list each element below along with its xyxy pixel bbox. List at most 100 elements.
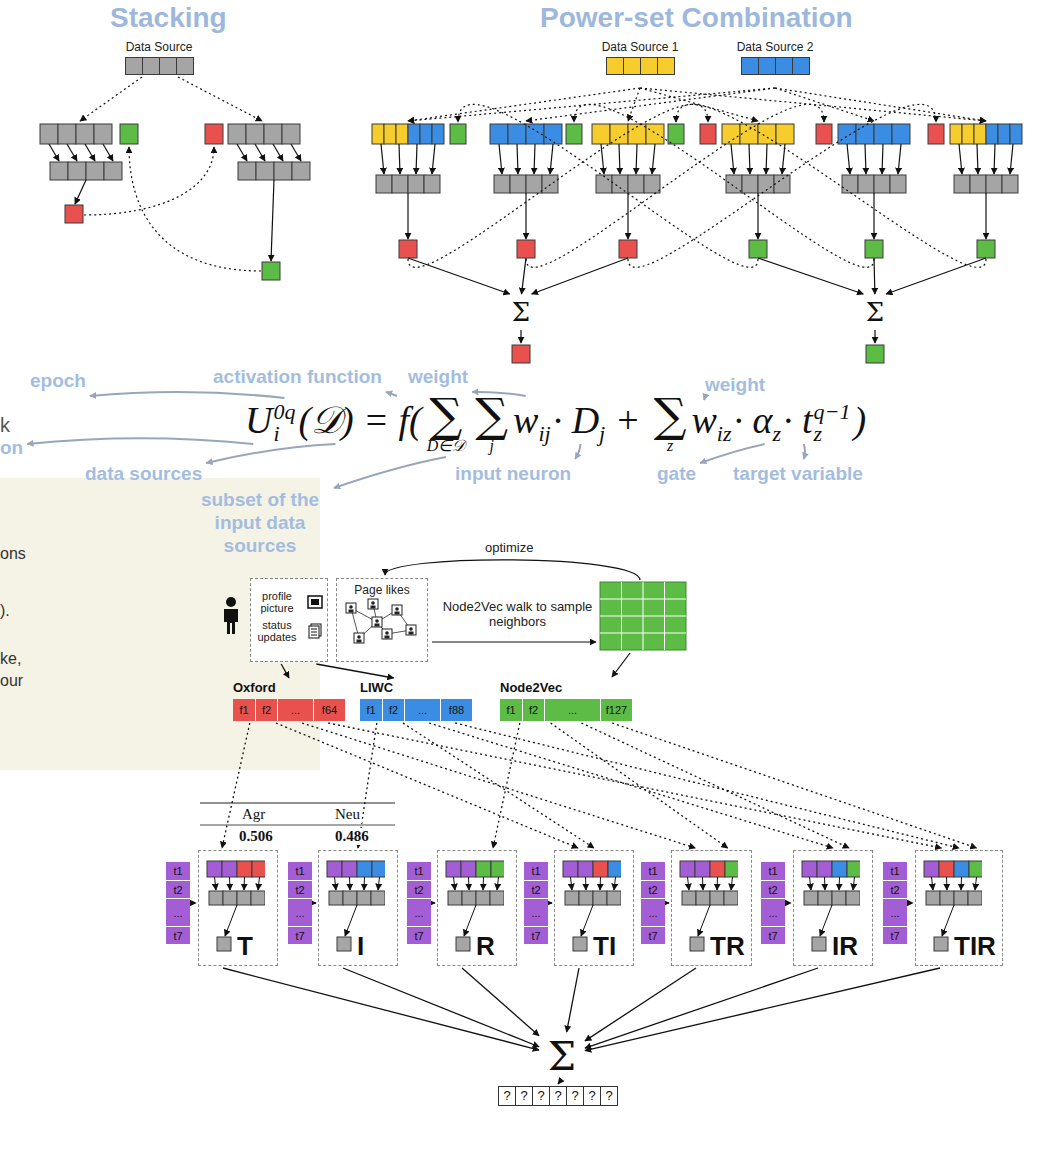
equation-term: U bbox=[245, 399, 272, 441]
neuron-cell bbox=[446, 861, 461, 877]
arrow-line bbox=[688, 877, 690, 890]
arrow-line bbox=[244, 877, 246, 890]
neuron-cell bbox=[563, 861, 578, 877]
arrow-line bbox=[898, 144, 901, 174]
neuron-cell bbox=[646, 124, 664, 144]
arrow-curve bbox=[385, 560, 640, 580]
neuron-cell bbox=[68, 162, 86, 180]
cut-text: ). bbox=[0, 602, 10, 620]
arrow-line bbox=[399, 144, 400, 174]
annotation: activation function bbox=[213, 366, 382, 388]
connector bbox=[281, 664, 289, 678]
arrow-line bbox=[1010, 144, 1013, 174]
arrow-line bbox=[749, 144, 750, 174]
equation-subscript: z bbox=[772, 421, 781, 446]
connector bbox=[223, 968, 539, 1050]
arrow-line bbox=[408, 88, 775, 121]
neuron-cell bbox=[928, 124, 944, 144]
vector-heading: Node2Vec bbox=[500, 680, 632, 696]
feature-cell: f2 bbox=[522, 699, 544, 721]
target-cell: t7 bbox=[761, 926, 785, 944]
target-column: t1t2...t7 bbox=[641, 862, 665, 944]
arrow-line bbox=[731, 144, 734, 174]
sum-sign: ∑ bbox=[475, 392, 508, 438]
annotation-arrow bbox=[804, 444, 805, 459]
arrow-line bbox=[85, 144, 95, 161]
neuron-cell bbox=[329, 891, 343, 905]
arrow-line bbox=[526, 88, 775, 121]
arrow-line bbox=[766, 144, 767, 174]
neuron-cell bbox=[742, 175, 758, 193]
annotation-arrow bbox=[334, 457, 446, 488]
arrow-line bbox=[258, 877, 260, 890]
feature-cell: f1 bbox=[233, 699, 255, 721]
network-member bbox=[392, 605, 402, 615]
neuron-cell bbox=[940, 891, 954, 905]
arrow-curve bbox=[84, 147, 214, 215]
arrow-line bbox=[432, 641, 596, 642]
network-member bbox=[372, 617, 382, 627]
neuron-cell bbox=[954, 861, 969, 877]
network-member bbox=[409, 632, 414, 635]
neuron-cell bbox=[695, 861, 710, 877]
document-icon bbox=[311, 635, 317, 636]
annotation-arrow bbox=[90, 392, 285, 398]
arrow-label: optimize bbox=[485, 540, 533, 555]
connector bbox=[316, 664, 393, 678]
neuron-cell bbox=[986, 124, 998, 144]
neuron-cell bbox=[274, 162, 292, 180]
neuron-cell bbox=[448, 891, 462, 905]
table-rule bbox=[200, 803, 395, 804]
neuron-cell bbox=[1010, 124, 1022, 144]
subset-network: TI bbox=[554, 850, 634, 966]
arrow-line bbox=[67, 144, 77, 161]
arrow-line bbox=[977, 144, 978, 174]
neuron-cell bbox=[372, 861, 385, 877]
arrow-label: Node2Vec walk to sample neighbors bbox=[440, 599, 595, 629]
connector bbox=[581, 723, 849, 848]
arrow-curve bbox=[526, 104, 824, 267]
connector bbox=[585, 968, 818, 1048]
neuron-cell bbox=[846, 891, 860, 905]
equation-term: w bbox=[691, 399, 716, 441]
connector bbox=[328, 723, 941, 848]
neuron-cell bbox=[968, 891, 982, 905]
data-source: Data Source bbox=[120, 40, 198, 75]
neuron-cell bbox=[758, 124, 776, 144]
neuron-cell bbox=[722, 124, 740, 144]
neuron-cell bbox=[432, 124, 444, 144]
arrow-line bbox=[775, 88, 986, 121]
annotation-arrow bbox=[575, 444, 580, 459]
neuron-cell bbox=[207, 861, 222, 877]
feature-cell: f64 bbox=[313, 699, 345, 721]
cut-text: our bbox=[0, 672, 23, 690]
neuron-cell bbox=[726, 175, 742, 193]
arrow-line bbox=[75, 180, 86, 204]
sum-sign: ∑ bbox=[427, 392, 466, 438]
arrow-line bbox=[717, 877, 719, 890]
output-cell: ? bbox=[566, 1086, 584, 1106]
arrow-line bbox=[619, 144, 620, 174]
subset-network: TR bbox=[671, 850, 752, 966]
cut-text: ke, bbox=[0, 650, 21, 668]
annotation: epoch bbox=[30, 370, 86, 392]
annotation-arrow bbox=[27, 438, 253, 444]
arrow-line bbox=[757, 193, 758, 239]
neuron-cell bbox=[58, 124, 76, 144]
equation-subscript: ij bbox=[538, 421, 550, 446]
neuron-cell bbox=[812, 937, 826, 951]
annotation: gate bbox=[657, 463, 696, 485]
arrow-line bbox=[636, 144, 637, 174]
neuron-cell bbox=[924, 861, 939, 877]
neuron-cell bbox=[832, 861, 847, 877]
network-member bbox=[409, 627, 413, 631]
arrow-line bbox=[853, 877, 855, 890]
arrow-line bbox=[873, 193, 874, 239]
neuron-cell bbox=[565, 891, 579, 905]
connector bbox=[276, 723, 578, 848]
neuron-cell bbox=[408, 175, 424, 193]
annotation: input neuron bbox=[455, 463, 571, 485]
neuron-cell bbox=[159, 57, 177, 75]
neuron-cell bbox=[542, 175, 558, 193]
